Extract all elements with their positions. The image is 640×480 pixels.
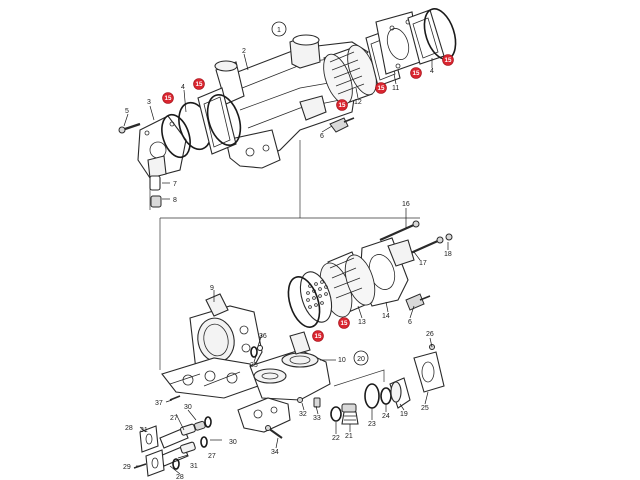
label-31: 31 bbox=[140, 427, 148, 434]
housing-side-boss bbox=[299, 95, 327, 121]
label-6: 6 bbox=[320, 133, 324, 140]
svg-text:20: 20 bbox=[357, 356, 365, 363]
thermostat-housing-19 bbox=[389, 377, 411, 409]
connector-row-upper bbox=[139, 416, 212, 453]
svg-text:15: 15 bbox=[341, 320, 348, 327]
label-5: 5 bbox=[125, 108, 129, 115]
o-ring-left-3 bbox=[206, 94, 242, 146]
label-13: 13 bbox=[358, 319, 366, 326]
label-6: 6 bbox=[408, 319, 412, 326]
group-label-20: 20 bbox=[353, 350, 369, 366]
label-19: 19 bbox=[400, 411, 408, 418]
leader-lines bbox=[123, 53, 449, 475]
o-ring-24 bbox=[380, 387, 392, 405]
tube-bundle-top bbox=[323, 44, 377, 105]
red-label-15: 15 bbox=[375, 82, 387, 94]
o-ring-left-1 bbox=[161, 113, 191, 159]
red-label-15: 15 bbox=[410, 67, 422, 79]
red-label-15: 15 bbox=[442, 54, 454, 66]
red-label-15: 15 bbox=[162, 92, 174, 104]
svg-text:15: 15 bbox=[378, 85, 385, 92]
o-ring-22 bbox=[330, 406, 342, 422]
label-2: 2 bbox=[242, 48, 246, 55]
label-29: 29 bbox=[123, 464, 131, 471]
label-4: 4 bbox=[430, 68, 434, 75]
label-3: 3 bbox=[147, 99, 151, 106]
label-9: 9 bbox=[210, 285, 214, 292]
lower-bracket bbox=[237, 397, 291, 433]
tube-bundle-bottom bbox=[319, 251, 376, 318]
label-34: 34 bbox=[271, 449, 279, 456]
svg-text:15: 15 bbox=[445, 57, 452, 64]
perforated-plate bbox=[299, 271, 333, 323]
svg-text:15: 15 bbox=[315, 333, 322, 340]
zinc-anode-top bbox=[329, 117, 349, 133]
label-26: 26 bbox=[426, 331, 434, 338]
svg-text:15: 15 bbox=[165, 95, 172, 102]
label-18: 18 bbox=[444, 251, 452, 258]
cover-25 bbox=[413, 344, 445, 393]
label-11: 11 bbox=[392, 85, 399, 92]
label-10: 10 bbox=[338, 357, 346, 364]
label-28: 28 bbox=[176, 474, 184, 480]
gasket-left bbox=[197, 87, 237, 155]
label-36: 36 bbox=[259, 333, 267, 340]
part-labels: 2 3 4 4 5 6 6 7 8 9 10 11 12 13 14 16 17… bbox=[123, 48, 452, 480]
label-35: 35 bbox=[250, 362, 258, 369]
label-31: 31 bbox=[190, 463, 198, 470]
lower-manifold bbox=[161, 357, 259, 399]
label-27: 27 bbox=[170, 415, 178, 422]
svg-text:1: 1 bbox=[277, 27, 281, 34]
label-30: 30 bbox=[184, 404, 192, 411]
label-23: 23 bbox=[368, 421, 376, 428]
o-ring-bottom-large bbox=[287, 276, 321, 328]
label-17: 17 bbox=[419, 260, 427, 267]
label-37: 37 bbox=[155, 400, 163, 407]
svg-text:15: 15 bbox=[339, 102, 346, 109]
red-label-15: 15 bbox=[193, 78, 205, 90]
label-28: 28 bbox=[125, 425, 133, 432]
label-4: 4 bbox=[181, 84, 185, 91]
top-heat-exchanger-assembly bbox=[118, 8, 457, 208]
label-30: 30 bbox=[229, 439, 237, 446]
label-25: 25 bbox=[421, 405, 429, 412]
label-12: 12 bbox=[354, 99, 362, 106]
svg-text:15: 15 bbox=[413, 70, 420, 77]
svg-text:15: 15 bbox=[196, 81, 203, 88]
label-22: 22 bbox=[332, 435, 340, 442]
red-label-15: 15 bbox=[336, 99, 348, 111]
label-21: 21 bbox=[345, 433, 353, 440]
label-8: 8 bbox=[173, 197, 177, 204]
seal-23 bbox=[364, 383, 380, 409]
group-label-1: 1 bbox=[271, 21, 287, 37]
bottom-cooler-assembly bbox=[133, 220, 453, 477]
red-label-15: 15 bbox=[338, 317, 350, 329]
label-14: 14 bbox=[382, 313, 390, 320]
thermostat-21 bbox=[341, 403, 359, 425]
red-labels: 15 15 15 15 15 15 15 15 15 bbox=[162, 54, 454, 342]
label-7: 7 bbox=[173, 181, 177, 188]
long-bolt-16 bbox=[379, 222, 417, 242]
red-label-15: 15 bbox=[312, 330, 324, 342]
connector-row-lower bbox=[133, 436, 208, 477]
label-32: 32 bbox=[299, 411, 307, 418]
label-16: 16 bbox=[402, 201, 410, 208]
label-33: 33 bbox=[313, 415, 321, 422]
label-24: 24 bbox=[382, 413, 390, 420]
label-27: 27 bbox=[208, 453, 216, 460]
zinc-anode-bottom bbox=[405, 293, 425, 311]
